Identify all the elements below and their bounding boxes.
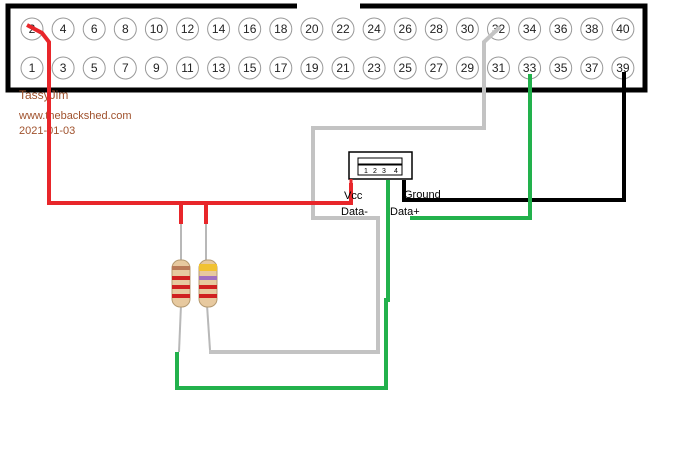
header-pin-label: 21 — [336, 61, 350, 75]
header-pin-label: 22 — [336, 22, 350, 36]
website-credit: www.thebackshed.com — [18, 110, 132, 122]
header-pin-circle — [611, 17, 635, 41]
header-pin-circle — [518, 17, 542, 41]
ground-label: Ground — [404, 189, 441, 201]
header-pin-label: 23 — [367, 61, 381, 75]
header-pin-circle — [331, 17, 355, 41]
header-pin-label: 14 — [212, 22, 226, 36]
header-pin-label: 28 — [430, 22, 444, 36]
data-minus-wire — [209, 25, 502, 354]
author-credit: TassyJim — [19, 88, 68, 102]
header-pin-label: 36 — [554, 22, 568, 36]
header-pin-circle — [113, 17, 137, 41]
header-pin-label: 9 — [153, 61, 160, 75]
header-pin-circle — [269, 56, 293, 80]
header-pin-label: 37 — [585, 61, 599, 75]
header-pin-circle — [144, 17, 168, 41]
vcc-wire — [26, 23, 353, 205]
header-pin-label: 29 — [461, 61, 475, 75]
header-pin-label: 40 — [616, 22, 630, 36]
header-pin-circle — [238, 56, 262, 80]
header-pin-circle — [20, 56, 44, 80]
usb-pin-1: 1 — [364, 168, 368, 175]
header-pin-circle — [393, 56, 417, 80]
header-pin-label: 3 — [60, 61, 67, 75]
header-pin-label: 24 — [367, 22, 381, 36]
resistor-left — [171, 224, 191, 353]
header-pin-circle — [362, 17, 386, 41]
ground-wire — [402, 72, 626, 202]
header-pin-circle — [144, 56, 168, 80]
header-pin-circle — [300, 17, 324, 41]
header-pin-circle — [51, 17, 75, 41]
header-pin-label: 13 — [212, 61, 226, 75]
header-pin-label: 11 — [181, 61, 194, 75]
header-pin-circle — [455, 56, 479, 80]
header-pin-label: 20 — [305, 22, 319, 36]
header-pin-circle — [176, 56, 199, 80]
header-pin-circle — [207, 17, 231, 41]
header-pin-label: 25 — [399, 61, 413, 75]
header-pin-circle — [238, 17, 262, 41]
data-plus-wire-lower — [175, 180, 390, 390]
header-pin-circle — [580, 56, 604, 80]
resistor-right — [198, 224, 218, 351]
usb-pin-4: 4 — [394, 168, 398, 175]
header-pin-label: 35 — [554, 61, 568, 75]
header-pin-label: 12 — [181, 22, 195, 36]
header-pin-label: 30 — [461, 22, 475, 36]
header-pin-label: 34 — [523, 22, 537, 36]
usb-connector: 1 2 3 4 — [348, 151, 413, 183]
usb-pin-2: 2 — [373, 168, 377, 175]
header-pin-circle — [455, 17, 479, 41]
vcc-label: Vcc — [344, 190, 363, 202]
header-pin-circle — [362, 56, 386, 80]
header-pin-circle — [269, 17, 293, 41]
header-pin-circle — [207, 56, 231, 80]
header-pin-label: 8 — [122, 22, 129, 36]
header-pin-label: 5 — [91, 61, 98, 75]
data-minus-label: Data- — [341, 206, 368, 218]
header-pin-circle — [331, 56, 355, 80]
header-pin-label: 7 — [122, 61, 129, 75]
header-pin-label: 10 — [150, 22, 164, 36]
header-pin-circle — [580, 17, 604, 41]
header-pin-circle — [549, 17, 573, 41]
header-pin-label: 26 — [399, 22, 413, 36]
header-pin-circle — [82, 17, 106, 41]
data-plus-label: Data+ — [390, 206, 420, 218]
header-pin-label: 18 — [274, 22, 288, 36]
header-pin-label: 1 — [29, 61, 36, 75]
data-plus-wire — [410, 74, 532, 220]
header-pin-circle — [424, 56, 448, 80]
header-pin-circle — [393, 17, 417, 41]
header-pin-label: 15 — [243, 61, 257, 75]
header-pin-label: 39 — [616, 61, 630, 75]
usb-pin-3: 3 — [382, 168, 386, 175]
header-pin-label: 4 — [60, 22, 67, 36]
header-pin-label: 33 — [523, 61, 537, 75]
header-pin-label: 16 — [243, 22, 257, 36]
header-pin-circle — [424, 17, 448, 41]
header-pin-label: 38 — [585, 22, 599, 36]
header-pin-label: 19 — [305, 61, 319, 75]
header-pin-circle — [113, 56, 137, 80]
header-pin-label: 17 — [274, 61, 288, 75]
header-pin-label: 31 — [492, 61, 506, 75]
header-pin-label: 27 — [430, 61, 444, 75]
header-pin-circle — [549, 56, 573, 80]
header-pin-circle — [51, 56, 75, 80]
header-pin-circle — [176, 17, 199, 41]
header-outline — [5, 3, 648, 93]
header-pin-circle — [487, 56, 510, 80]
header-pin-circle — [82, 56, 106, 80]
header-pin-label: 6 — [91, 22, 98, 36]
header-pin-circle — [300, 56, 324, 80]
